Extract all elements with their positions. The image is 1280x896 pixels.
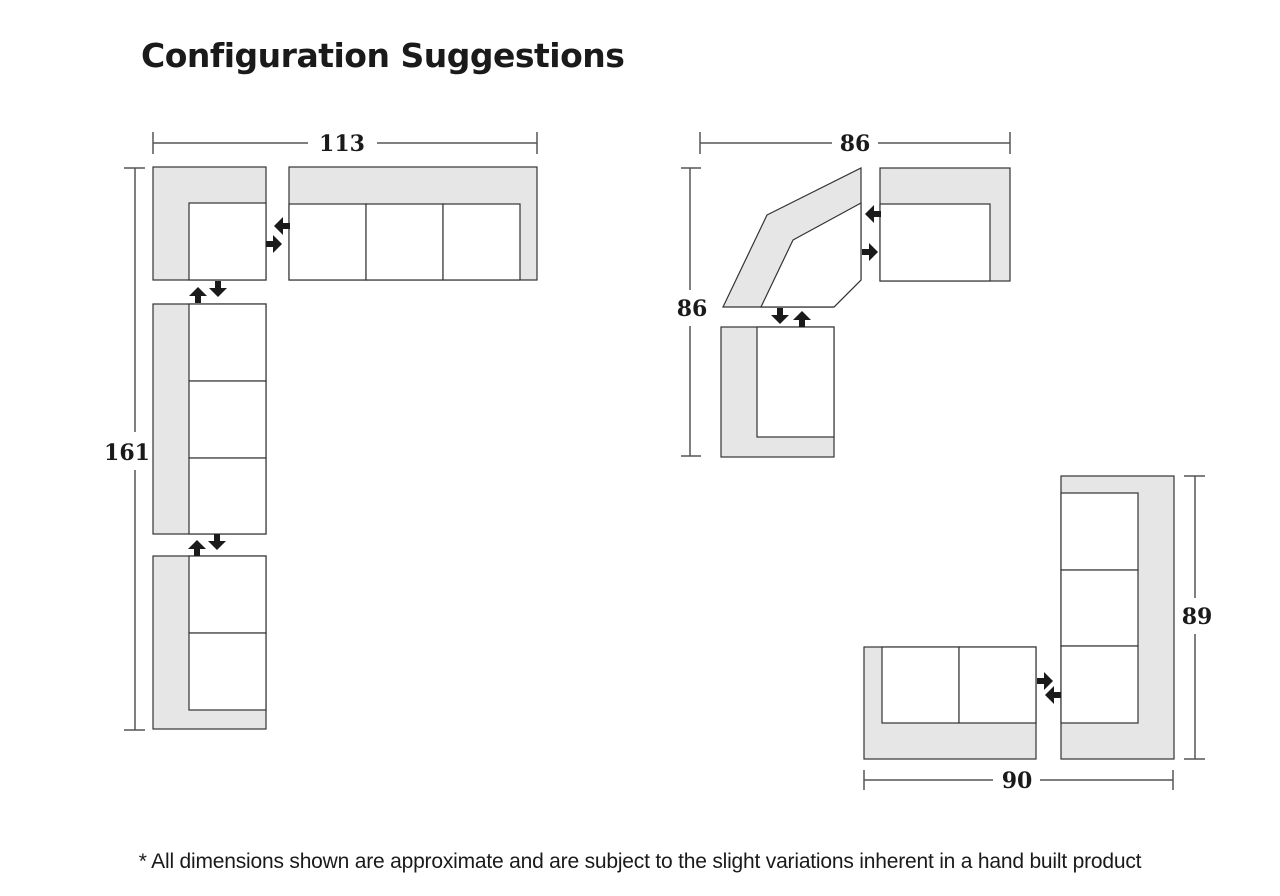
connector-arrow-icon [793,311,811,327]
connector-arrow-icon [189,287,207,303]
dimension-width [863,770,1174,790]
dimension-width-label: 86 [840,131,871,157]
footnote: * All dimensions shown are approximate a… [138,850,1142,873]
config-angled-corner: 86 86 [677,131,1011,458]
dimension-width-label: 90 [1002,768,1033,794]
dimension-width [699,132,1011,154]
sofa-module-two-seat-end [152,555,267,730]
connector-arrow-icon [208,534,226,550]
connector-arrow-icon [1045,686,1061,704]
connector-arrow-icon [771,308,789,324]
sofa-module-angled-wedge [722,167,862,308]
dimension-width [152,132,538,154]
connector-arrow-icon [266,235,282,253]
sofa-module-three-seat-vertical [1060,475,1175,760]
page-title: Configuration Suggestions [141,36,625,75]
sofa-module-single-lower [720,326,835,458]
dimension-depth-label: 161 [104,440,150,466]
dimension-depth-label: 89 [1182,604,1213,630]
connector-arrow-icon [1037,672,1053,690]
sofa-module-two-seat [863,646,1037,760]
dimension-depth [124,167,145,731]
connector-arrow-icon [865,205,881,223]
dimension-depth [1184,475,1205,760]
connector-arrow-icon [209,281,227,297]
dimension-width-label: 113 [319,131,365,157]
sofa-module-three-seat [288,166,538,281]
connector-arrow-icon [274,217,290,235]
config-l-shape-large: 113 161 [104,131,538,731]
connector-arrow-icon [862,243,878,261]
sofa-module-three-seat-vertical [152,303,267,535]
connector-arrows [1037,672,1061,704]
dimension-depth-label: 86 [677,296,708,322]
config-l-shape-small: 89 90 [863,475,1213,794]
sofa-module-corner [152,166,267,281]
sofa-module-single-right [879,167,1011,282]
dimension-depth [681,167,701,457]
connector-arrow-icon [188,540,206,556]
